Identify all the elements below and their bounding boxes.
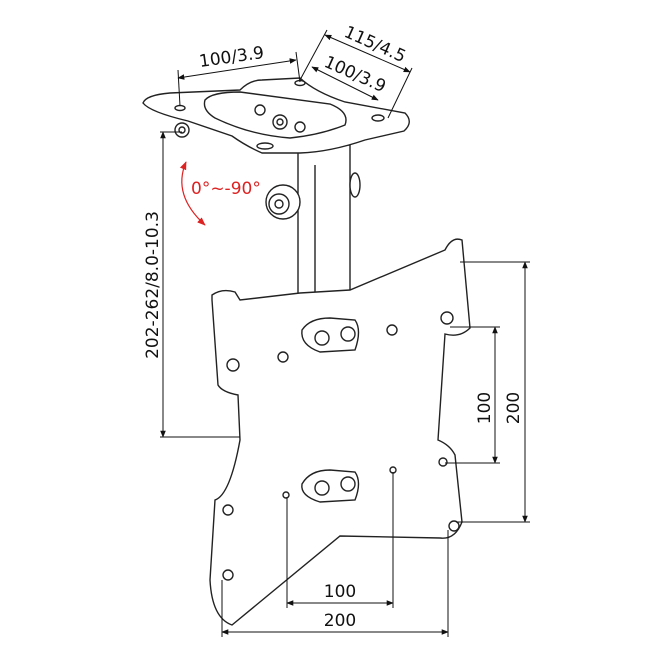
tilt-arrow-icon: [179, 161, 206, 226]
ceiling-plate-outer-label: 115/4.5: [341, 22, 409, 67]
tilt-knob: [265, 184, 301, 220]
vesa-horizontal-100-label: 100: [324, 582, 356, 602]
tilt-range-label: 0°~-90°: [191, 179, 261, 199]
vesa-vertical-100-label: 100: [475, 392, 495, 424]
ceiling-plate-inner-label: 100/3.9: [321, 52, 389, 97]
drop-height-label: 202-262/8.0-10.3: [143, 211, 163, 359]
vertical-post: [297, 144, 361, 298]
ceiling-plate-width-label: 100/3.9: [198, 43, 265, 72]
vesa-vertical-200-label: 200: [504, 392, 524, 424]
dimension-lines: [160, 29, 530, 637]
ceiling-plate: [142, 77, 410, 154]
vesa-horizontal-200-label: 200: [324, 611, 356, 631]
vesa-plate: [209, 238, 471, 626]
